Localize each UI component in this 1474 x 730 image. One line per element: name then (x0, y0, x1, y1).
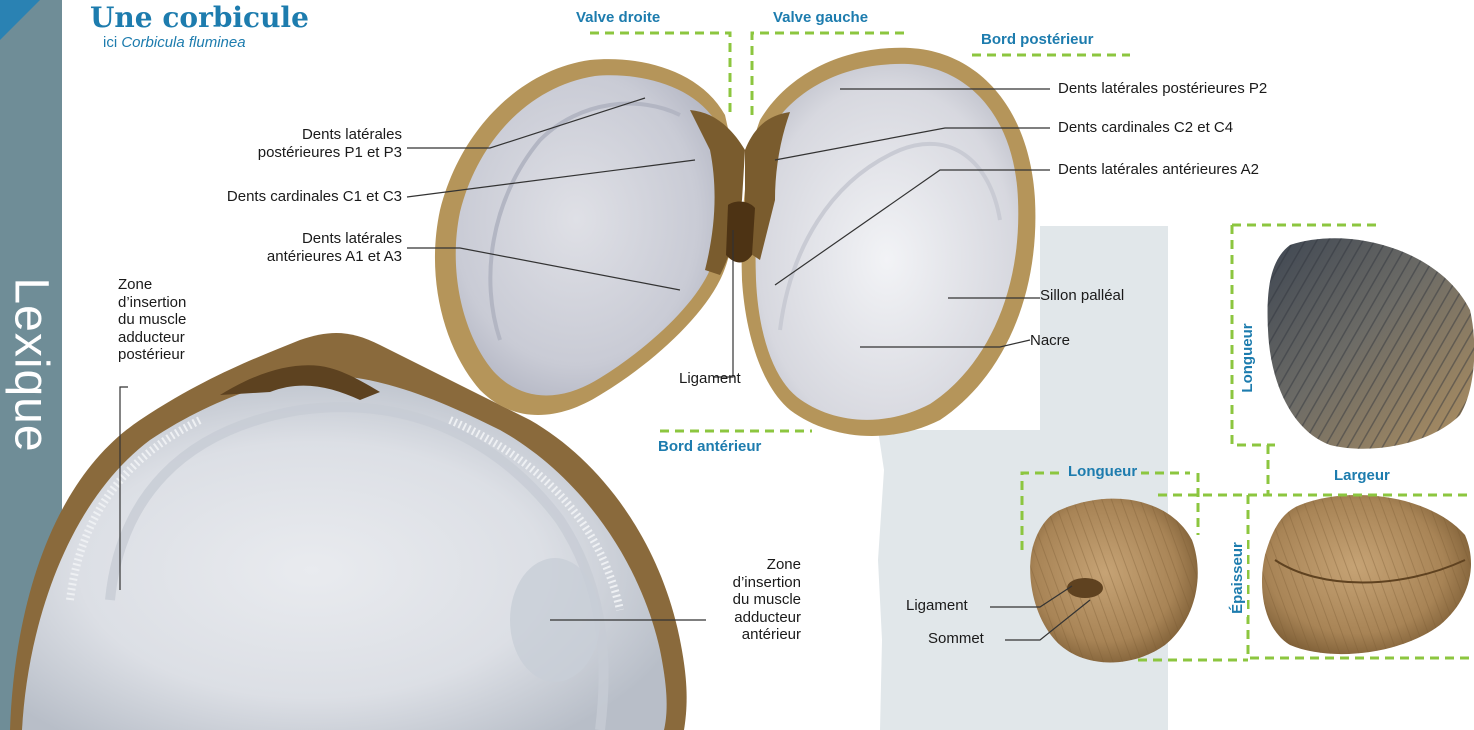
muscle-post-line3: du muscle (118, 311, 186, 329)
label-a1-a3: Dents latérales antérieures A1 et A3 (267, 230, 402, 266)
label-c2-c4: Dents cardinales C2 et C4 (1058, 119, 1233, 137)
label-sillon-palleal: Sillon palléal (1040, 287, 1124, 305)
label-ligament-center: Ligament (679, 370, 741, 388)
label-a1-a3-line1: Dents latérales (267, 230, 402, 248)
subtitle-prefix: ici (103, 34, 121, 51)
muscle-post-line5: postérieur (118, 346, 186, 364)
central-ligament (726, 202, 755, 263)
label-epaisseur: Épaisseur (1229, 539, 1247, 617)
label-nacre: Nacre (1030, 332, 1070, 350)
label-bord-anterieur: Bord antérieur (658, 438, 761, 456)
label-muscle-anterieur: Zone d’insertion du muscle adducteur ant… (733, 556, 801, 644)
label-a1-a3-line2: antérieures A1 et A3 (267, 248, 402, 266)
brown-shell-front-ridges (1030, 499, 1198, 663)
label-muscle-posterieur: Zone d’insertion du muscle adducteur pos… (118, 276, 186, 364)
label-a2: Dents latérales antérieures A2 (1058, 161, 1259, 179)
muscle-ant-line1: Zone (733, 556, 801, 574)
label-p1-p3: Dents latérales postérieures P1 et P3 (258, 126, 402, 162)
dark-shell-ridges (1268, 238, 1474, 449)
muscle-post-line2: d’insertion (118, 294, 186, 312)
subtitle-species: Corbicula fluminea (121, 34, 245, 51)
brown-shell-front-umbo (1067, 578, 1103, 598)
label-ligament-front: Ligament (906, 597, 968, 615)
label-longueur-side: Longueur (1239, 320, 1257, 395)
label-p1-p3-line1: Dents latérales (258, 126, 402, 144)
label-bord-posterieur: Bord postérieur (981, 31, 1094, 49)
brown-shell-side-ridges (1262, 495, 1471, 654)
muscle-ant-line3: du muscle (733, 591, 801, 609)
label-p1-p3-line2: postérieures P1 et P3 (258, 144, 402, 162)
muscle-ant-line5: antérieur (733, 626, 801, 644)
label-largeur: Largeur (1334, 467, 1390, 485)
muscle-post-line4: adducteur (118, 329, 186, 347)
label-c1-c3: Dents cardinales C1 et C3 (227, 188, 402, 206)
label-p2: Dents latérales postérieures P2 (1058, 80, 1267, 98)
page-subtitle: ici Corbicula fluminea (103, 34, 246, 52)
label-longueur-front: Longueur (1064, 463, 1141, 481)
muscle-ant-line2: d’insertion (733, 574, 801, 592)
muscle-ant-line4: adducteur (733, 609, 801, 627)
label-sommet: Sommet (928, 630, 984, 648)
muscle-post-line1: Zone (118, 276, 186, 294)
label-valve-gauche: Valve gauche (773, 9, 868, 27)
page-title: Une corbicule (90, 2, 309, 34)
label-valve-droite: Valve droite (576, 9, 660, 27)
